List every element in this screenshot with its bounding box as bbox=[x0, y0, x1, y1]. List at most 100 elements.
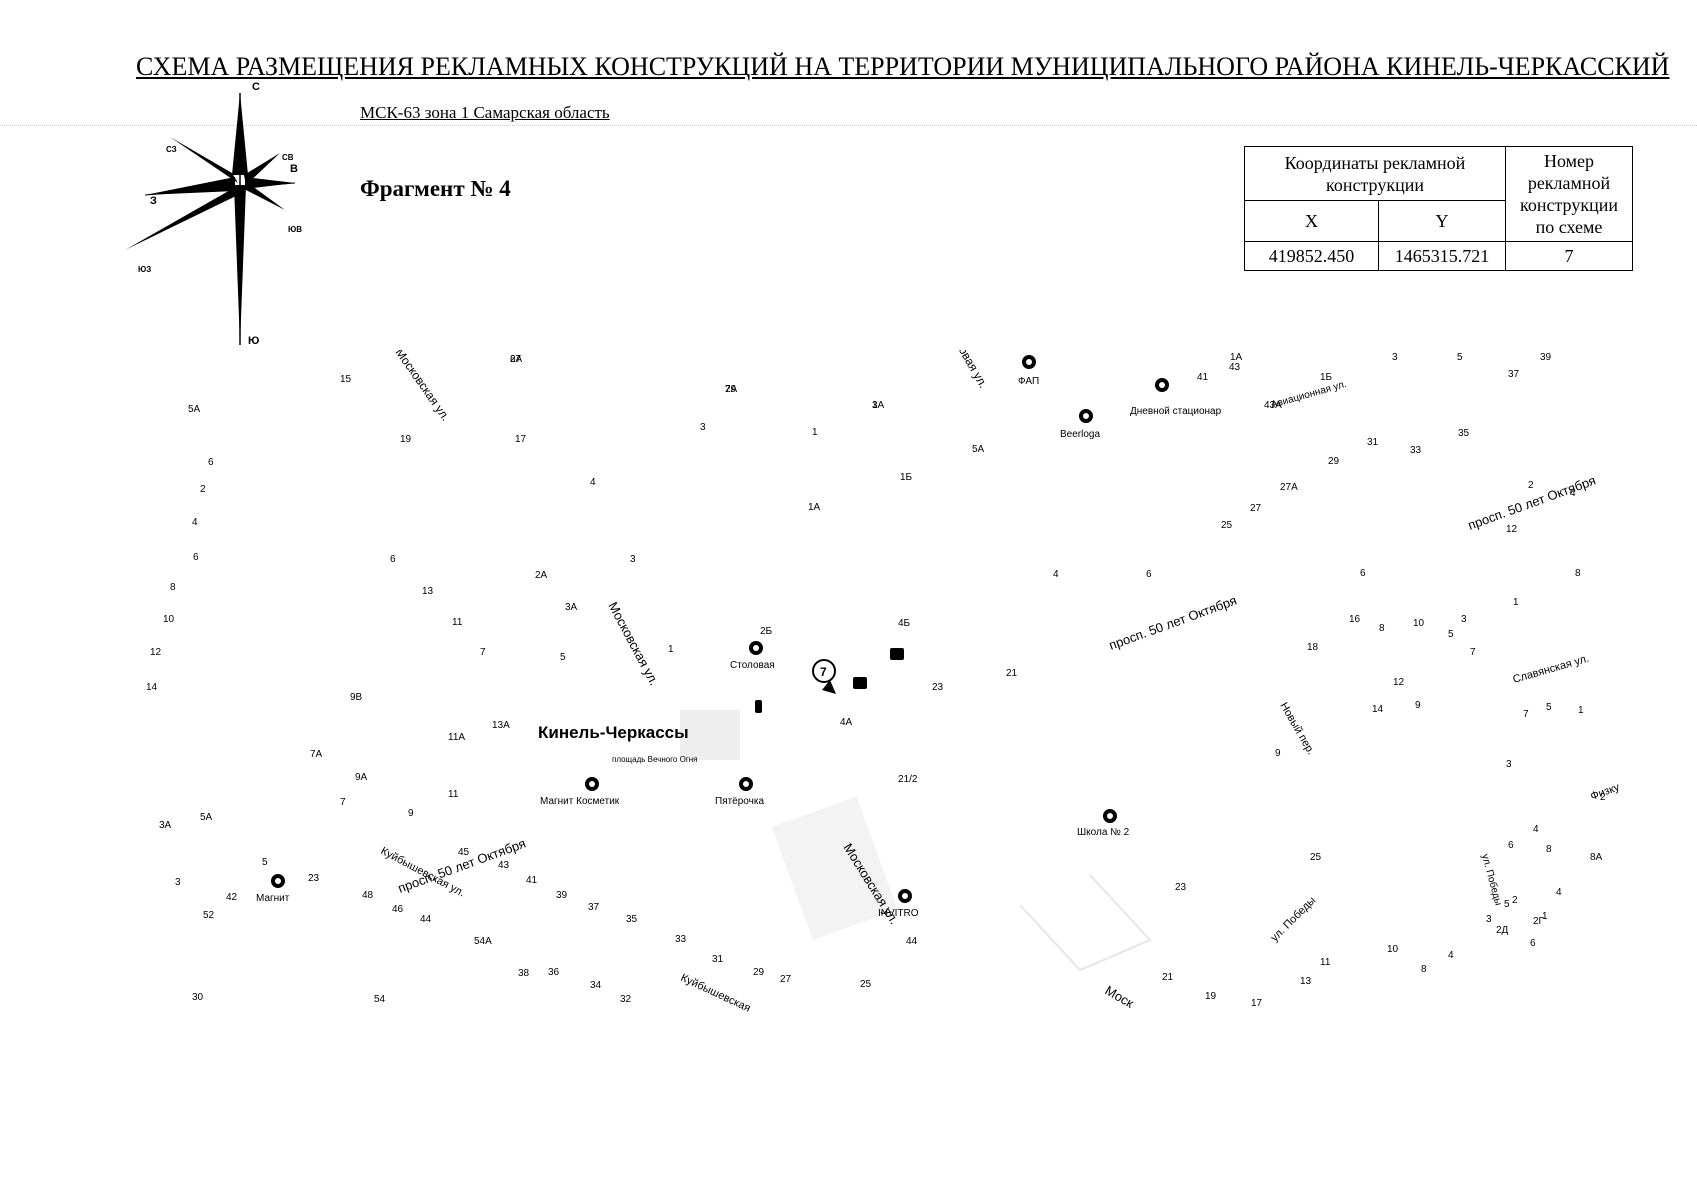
house-number: 2Б bbox=[760, 626, 773, 637]
house-number: 6 bbox=[1360, 568, 1366, 579]
house-number: 27 bbox=[1250, 503, 1262, 514]
poi-pyaterochka[interactable]: Пятёрочка bbox=[715, 777, 764, 807]
poi-magnit[interactable]: Магнит bbox=[256, 874, 290, 904]
poi-ploshchad-label: площадь Вечного Огня bbox=[612, 755, 698, 764]
house-number: 30 bbox=[192, 992, 204, 1003]
house-number: 2 bbox=[200, 484, 206, 495]
house-number: 43 bbox=[1229, 362, 1241, 373]
poi-invitro[interactable]: INVITRO bbox=[878, 889, 919, 919]
house-number: 21/2 bbox=[898, 774, 918, 785]
house-number: 6 bbox=[208, 457, 214, 468]
poi-pyaterochka-label: Пятёрочка bbox=[715, 796, 764, 807]
x-value-cell: 419852.450 bbox=[1244, 241, 1379, 271]
house-number: 44 bbox=[906, 936, 918, 947]
house-number: 21 bbox=[1162, 972, 1174, 983]
house-number: 7 bbox=[340, 797, 346, 808]
poi-beerloga[interactable]: Beerloga bbox=[1060, 409, 1100, 440]
house-number: 39 bbox=[556, 890, 568, 901]
compass-star-icon bbox=[125, 93, 296, 345]
house-number: 17 bbox=[1251, 998, 1263, 1009]
house-number: 6 bbox=[1530, 938, 1536, 949]
house-number: 2 bbox=[1528, 480, 1534, 491]
house-number: 29 bbox=[725, 384, 737, 395]
compass-ne-label: СВ bbox=[282, 153, 294, 162]
poi-magnit-label: Магнит bbox=[256, 893, 290, 904]
house-number: 27 bbox=[510, 354, 522, 365]
house-number: 29 bbox=[753, 967, 765, 978]
house-number: 7 bbox=[1470, 647, 1476, 658]
house-number: 36 bbox=[548, 967, 560, 978]
poi-stolovaya-label: Столовая bbox=[730, 660, 775, 671]
house-number: 10 bbox=[1387, 944, 1399, 955]
house-number: 23 bbox=[1175, 882, 1187, 893]
poi-shkola[interactable]: Школа № 2 bbox=[1077, 809, 1130, 838]
house-number: 11 bbox=[448, 789, 459, 800]
ad-marker-number: 7 bbox=[820, 665, 827, 679]
bus-stop-icon bbox=[890, 648, 904, 660]
house-number: 5А bbox=[200, 812, 213, 823]
house-number: 45 bbox=[458, 847, 470, 858]
house-number: 3 bbox=[1461, 614, 1467, 625]
house-number: 1А bbox=[808, 502, 821, 513]
house-number: 31 bbox=[712, 954, 724, 965]
house-number: 37 bbox=[1508, 369, 1520, 380]
number-header-cell: Номер рекламной конструкции по схеме bbox=[1505, 146, 1633, 242]
coordinate-system-label: МСК-63 зона 1 Самарская область bbox=[360, 103, 610, 122]
house-number: 13 bbox=[1300, 976, 1312, 987]
house-number: 3А bbox=[159, 820, 172, 831]
ad-marker-7[interactable]: 7 bbox=[812, 659, 836, 694]
house-number: 1 bbox=[1578, 705, 1584, 716]
house-number: 1Б bbox=[1320, 372, 1333, 383]
house-number: 4 bbox=[1570, 488, 1576, 499]
house-number: 6 bbox=[1146, 569, 1152, 580]
house-number: 35 bbox=[626, 914, 638, 925]
house-number: 33 bbox=[675, 934, 687, 945]
house-number: 37 bbox=[588, 902, 600, 913]
house-number: 12 bbox=[150, 647, 162, 658]
house-number: 25 bbox=[860, 979, 872, 990]
house-number: 41 bbox=[1197, 372, 1209, 383]
house-number: 3 bbox=[1486, 914, 1492, 925]
x-header-cell: X bbox=[1244, 200, 1379, 242]
street-map: Московская ул. Московская ул. Московская… bbox=[0, 337, 1697, 1100]
house-number: 4 bbox=[1448, 950, 1454, 961]
house-number: 11 bbox=[452, 617, 463, 628]
house-number: 9 bbox=[1415, 700, 1421, 711]
street-moskovskaya-top: Московская ул. bbox=[393, 350, 453, 424]
compass-n-label: С bbox=[252, 81, 260, 93]
house-number: 4Б bbox=[898, 618, 911, 629]
house-number: 52 bbox=[203, 910, 215, 921]
house-number: 5А bbox=[972, 444, 985, 455]
house-number: 8 bbox=[1575, 568, 1581, 579]
house-number: 7 bbox=[1523, 709, 1529, 720]
house-number: 3 bbox=[700, 422, 706, 433]
house-number: 6 bbox=[193, 552, 199, 563]
house-number: 32 bbox=[620, 994, 632, 1005]
poi-stolovaya[interactable]: Столовая bbox=[730, 641, 775, 671]
house-number: 6 bbox=[390, 554, 396, 565]
house-number: 9 bbox=[1275, 748, 1281, 759]
poi-beerloga-label: Beerloga bbox=[1060, 429, 1100, 440]
house-number: 2 bbox=[1600, 792, 1606, 803]
house-number: 4 bbox=[1556, 887, 1562, 898]
poi-fap[interactable]: ФАП bbox=[1018, 355, 1039, 387]
house-number: 14 bbox=[146, 682, 158, 693]
house-number: 27 bbox=[780, 974, 792, 985]
house-number: 3А bbox=[872, 400, 885, 411]
house-number: 19 bbox=[1205, 991, 1217, 1002]
house-number: 3 bbox=[1392, 352, 1398, 363]
street-moskovskaya-bottom: Моск bbox=[1103, 983, 1137, 1011]
house-number: 23 bbox=[932, 682, 944, 693]
house-number: 5А bbox=[188, 404, 201, 415]
house-number: 1А bbox=[1230, 352, 1243, 363]
house-number: 5 bbox=[560, 652, 566, 663]
poi-magnit-kosmetik[interactable]: Магнит Косметик bbox=[540, 777, 620, 807]
sign-icon bbox=[755, 700, 762, 713]
poi-dnevnoy[interactable]: Дневной стационар bbox=[1130, 378, 1222, 417]
house-number: 4А bbox=[840, 717, 853, 728]
house-number: 7А bbox=[725, 384, 738, 395]
house-number: 6А bbox=[510, 354, 523, 365]
house-number: 5 bbox=[1457, 352, 1463, 363]
house-number: 13 bbox=[422, 586, 434, 597]
